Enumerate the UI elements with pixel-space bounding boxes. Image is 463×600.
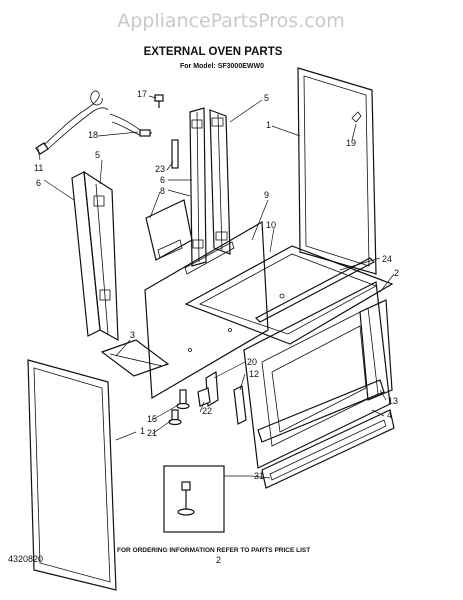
part-8-vent-bracket bbox=[145, 199, 193, 261]
callout-6-rear: 6 bbox=[160, 175, 165, 185]
part-6-rear-channel bbox=[189, 107, 207, 267]
part-1-side-panel-left bbox=[27, 359, 117, 591]
part-31-kick-panel bbox=[261, 409, 395, 489]
page-number: 2 bbox=[216, 555, 221, 565]
callout-5-left: 5 bbox=[95, 150, 100, 160]
leader-lines bbox=[37, 95, 395, 479]
callout-23: 23 bbox=[155, 164, 165, 174]
model-line: For Model: SF3000EWW0 bbox=[180, 63, 264, 70]
doc-number: 4320820 bbox=[8, 554, 43, 564]
ordering-instruction: FOR ORDERING INFORMATION REFER TO PARTS … bbox=[117, 547, 310, 554]
callout-2: 2 bbox=[394, 268, 399, 278]
callout-1-bottom: 1 bbox=[140, 426, 145, 436]
callout-10: 10 bbox=[266, 220, 276, 230]
callout-12: 12 bbox=[249, 369, 259, 379]
callout-24: 24 bbox=[382, 254, 392, 264]
diagram-title: EXTERNAL OVEN PARTS bbox=[144, 46, 283, 58]
callout-8: 8 bbox=[160, 186, 165, 196]
callout-3: 3 bbox=[130, 330, 135, 340]
part-17-screw bbox=[154, 94, 164, 108]
callout-19: 19 bbox=[346, 138, 356, 148]
callout-9: 9 bbox=[264, 190, 269, 200]
callout-22: 22 bbox=[202, 406, 212, 416]
part-9-back-panel bbox=[144, 220, 269, 400]
part-15-leveling-leg bbox=[176, 389, 190, 410]
callout-11: 11 bbox=[34, 163, 43, 173]
callout-15: 15 bbox=[147, 414, 157, 424]
part-11-power-cord bbox=[35, 90, 109, 155]
part-6-side-frame-left bbox=[71, 170, 119, 342]
watermark-text: AppliancePartsPros.com bbox=[117, 10, 345, 32]
callout-31: 31 bbox=[254, 471, 264, 481]
callout-13: 13 bbox=[388, 396, 398, 406]
callout-labels: 17 5 1 19 18 23 6 8 5 11 6 9 10 24 2 3 2… bbox=[34, 89, 399, 481]
callout-21: 21 bbox=[147, 428, 157, 438]
part-13-door-side bbox=[359, 299, 393, 401]
part-24-trim-strip bbox=[254, 257, 376, 323]
part-22-hinge bbox=[197, 387, 211, 407]
part-12-bracket bbox=[233, 385, 247, 425]
callout-18: 18 bbox=[88, 130, 98, 140]
callout-17: 17 bbox=[137, 89, 147, 99]
callout-1-top: 1 bbox=[266, 120, 271, 130]
part-3-bottom-channel bbox=[100, 339, 170, 377]
callout-4: 4 bbox=[387, 410, 392, 420]
part-21-leveling-leg bbox=[168, 409, 182, 426]
part-18-wire-harness bbox=[109, 113, 153, 137]
part-1-side-panel bbox=[297, 67, 377, 275]
part-5-rear-channel bbox=[209, 109, 231, 255]
part-23-bracket bbox=[171, 139, 179, 169]
detail-inset-box bbox=[163, 465, 225, 533]
callout-6-left: 6 bbox=[36, 178, 41, 188]
part-4-lower-trim bbox=[257, 379, 385, 443]
callout-5-top: 5 bbox=[264, 93, 269, 103]
callout-20: 20 bbox=[247, 357, 257, 367]
